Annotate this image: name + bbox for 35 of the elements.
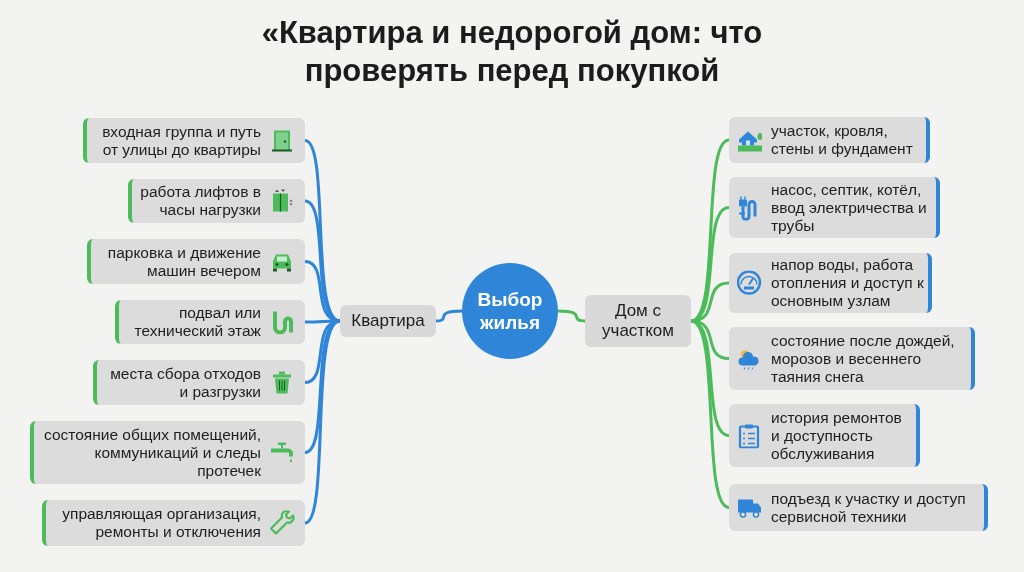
item-box (87, 239, 305, 284)
connector-line (435, 309, 463, 323)
connector-line (557, 309, 586, 323)
branch-box (340, 305, 436, 337)
node-label: состояние после дождей, морозов и весеннего таяния снега (771, 331, 956, 386)
item-box (729, 177, 940, 238)
item-box (115, 300, 305, 344)
item-box (729, 327, 975, 390)
item-box (729, 117, 930, 163)
node-label: места сбора отходов и разгрузки (109, 364, 261, 401)
node-label: входная группа и путь от улицы до квартиры (101, 122, 261, 159)
item-box (729, 404, 920, 467)
item-box (93, 360, 305, 405)
item-box (30, 421, 305, 484)
diagram-title: «Квартира и недорогой дом: что проверять перед покупкой (260, 14, 764, 90)
node-label: подвал или технический этаж (133, 304, 261, 340)
node-label: состояние общих помещений, коммуникаций и следы протечек (43, 425, 261, 480)
item-box (42, 500, 305, 546)
node-label: Выбор жилья (476, 288, 544, 334)
node-label: участок, кровля, стены и фундамент (771, 122, 914, 158)
item-box (729, 253, 932, 313)
node-label: Квартира (351, 311, 425, 331)
node-label: напор воды, работа отопления и доступ к основным узлам (771, 256, 924, 310)
node-label: Дом с участком (601, 301, 675, 341)
item-box (128, 179, 305, 223)
node-label: подъезд к участку и доступ сервисной техники (771, 489, 967, 526)
node-label: работа лифтов в часы нагрузки (139, 183, 261, 219)
node-label: парковка и движение машин вечером (106, 243, 261, 280)
node-label: насос, септик, котёл, ввод электричества и трубы (771, 180, 928, 235)
node-label: история ремонтов и доступность обслуживания (771, 408, 903, 463)
node-label: управляющая организация, ремонты и отключения (61, 505, 261, 541)
branch-box (585, 295, 691, 347)
connector-line (690, 319, 730, 509)
item-box (729, 484, 988, 531)
item-box (83, 118, 305, 163)
